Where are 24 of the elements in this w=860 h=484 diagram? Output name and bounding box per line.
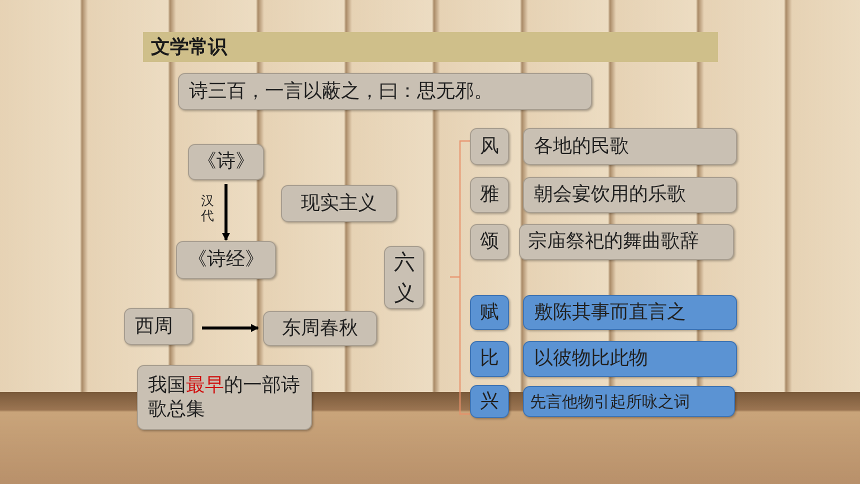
text-box: 雅 — [470, 177, 509, 213]
text-box: 宗庙祭祀的舞曲歌辞 — [519, 224, 734, 260]
text-box: 各地的民歌 — [523, 128, 737, 165]
text-box: 《诗经》 — [176, 241, 276, 279]
text-box: 六义 — [384, 246, 424, 309]
highlight-box: 以彼物比此物 — [523, 341, 737, 377]
text-box: 朝会宴饮用的乐歌 — [523, 177, 737, 213]
text-box: 《诗》 — [188, 144, 264, 180]
highlight-box: 赋 — [470, 295, 509, 330]
text-box: 东周春秋 — [263, 311, 377, 346]
text-box: 我国最早的一部诗歌总集 — [137, 365, 312, 430]
text-box: 现实主义 — [281, 185, 397, 222]
text-box: 颂 — [470, 224, 509, 260]
arrow — [202, 324, 259, 332]
edge-label: 汉代 — [201, 195, 215, 225]
text-box: 诗三百，一言以蔽之，曰：思无邪。 — [178, 73, 592, 110]
text-box: 西周 — [124, 308, 193, 345]
highlight-box: 比 — [470, 341, 509, 377]
text-box: 风 — [470, 128, 509, 165]
title-banner: 文学常识 — [143, 32, 718, 62]
highlight-box: 兴 — [470, 385, 509, 418]
highlight-box: 敷陈其事而直言之 — [523, 295, 737, 330]
arrow — [222, 184, 230, 241]
highlight-box: 先言他物引起所咏之词 — [523, 386, 735, 417]
